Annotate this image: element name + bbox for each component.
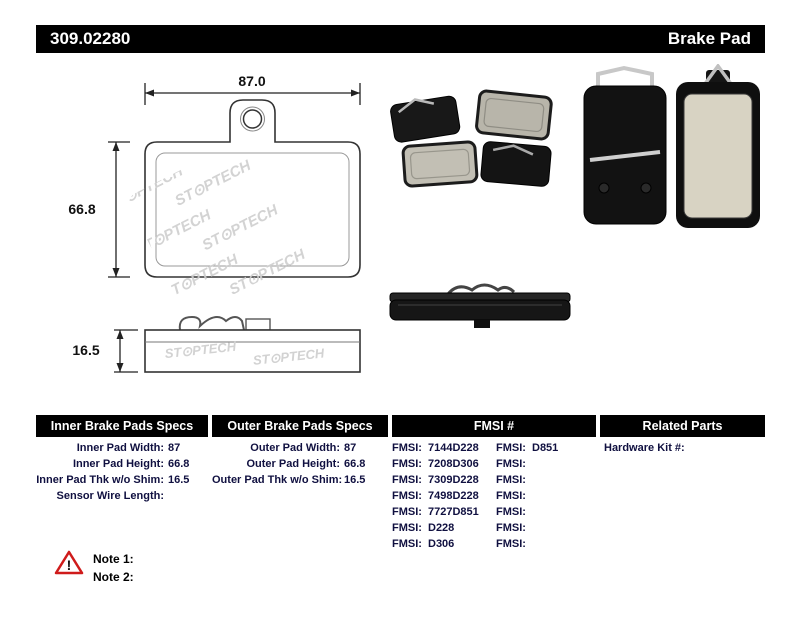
pad-pair-photo (583, 64, 760, 228)
fmsi-value (532, 457, 596, 472)
warning-icon: ! (54, 550, 84, 575)
thickness-dim-label: 16.5 (72, 342, 99, 358)
height-dim-label: 66.8 (68, 201, 95, 217)
pad-back-photo (480, 141, 552, 187)
fmsi-label: FMSI: (496, 490, 526, 502)
fmsi-label: FMSI: (496, 474, 526, 486)
pad-friction-face (676, 64, 760, 228)
fmsi-value: 7208D306 (428, 458, 479, 470)
inner-specs-table: Inner Pad Width: 87 Inner Pad Height: 66… (36, 441, 208, 504)
height-dimension (108, 141, 130, 278)
outer-specs-header: Outer Brake Pads Specs (212, 415, 388, 437)
spec-label: Inner Pad Height: (72, 458, 164, 470)
fmsi-value: 7144D228 (428, 442, 479, 454)
related-label: Hardware Kit #: (604, 442, 685, 454)
fmsi-value (532, 537, 596, 552)
spec-label: Outer Pad Height: (246, 458, 340, 470)
fmsi-label: FMSI: (496, 522, 526, 534)
technical-drawing: 87.0 66.8 ST⊙PTECH ST⊙PTECH ST⊙PTECH ST⊙… (68, 73, 361, 373)
thickness-dimension (114, 329, 138, 373)
outer-specs-table: Outer Pad Width: 87 Outer Pad Height: 66… (212, 441, 388, 488)
pad-set-photo (390, 89, 553, 188)
header-bar: 309.02280 Brake Pad (36, 25, 765, 53)
fmsi-title: FMSI # (473, 419, 515, 433)
fmsi-value: D851 (532, 442, 559, 454)
fmsi-label: FMSI: (496, 458, 526, 470)
spec-label: Inner Pad Width: (76, 442, 164, 454)
table-row: Outer Pad Width: 87 (212, 441, 388, 456)
fmsi-value: 7727D851 (428, 506, 479, 518)
table-row: FMSI: D306 FMSI: (392, 537, 596, 552)
fmsi-label: FMSI: (496, 442, 526, 454)
fmsi-label: FMSI: (392, 522, 422, 534)
fmsi-value: D306 (428, 538, 455, 550)
fmsi-value (532, 473, 596, 488)
pad-friction-photo (401, 140, 479, 188)
fmsi-value (532, 505, 596, 520)
table-row: FMSI: 7144D228 FMSI: D851 (392, 441, 596, 456)
fmsi-label: FMSI: (392, 442, 422, 454)
table-row: Hardware Kit #: (604, 441, 765, 456)
inner-specs-header: Inner Brake Pads Specs (36, 415, 208, 437)
spec-value: 87 (168, 442, 181, 454)
table-row: Inner Pad Thk w/o Shim: 16.5 (36, 473, 208, 488)
table-row: FMSI: 7727D851 FMSI: (392, 505, 596, 520)
table-row: FMSI: 7498D228 FMSI: (392, 489, 596, 504)
pad-back-view: ST⊙PTECH ST⊙PTECH ST⊙PTECH ST⊙PTECH ST⊙P… (107, 99, 361, 304)
spec-value: 66.8 (344, 458, 366, 470)
fmsi-label: FMSI: (392, 474, 422, 486)
table-row: FMSI: D228 FMSI: (392, 521, 596, 536)
spec-label: Outer Pad Thk w/o Shim: (212, 474, 343, 486)
width-dimension (144, 83, 361, 105)
table-row: FMSI: 7208D306 FMSI: (392, 457, 596, 472)
table-row: Outer Pad Height: 66.8 (212, 457, 388, 472)
edge-clip (446, 283, 516, 296)
spec-value (168, 489, 208, 504)
pad-friction-photo (475, 89, 553, 141)
fmsi-label: FMSI: (496, 538, 526, 550)
fmsi-value (532, 521, 596, 536)
outer-specs-title: Outer Brake Pads Specs (227, 419, 373, 433)
spec-label: Inner Pad Thk w/o Shim: (36, 474, 164, 486)
spec-label: Outer Pad Width: (250, 442, 340, 454)
fmsi-value: 7309D228 (428, 474, 479, 486)
fmsi-label: FMSI: (392, 538, 422, 550)
spec-value: 16.5 (344, 474, 366, 486)
part-number: 309.02280 (50, 29, 131, 48)
product-type-title: Brake Pad (667, 29, 751, 48)
related-parts-title: Related Parts (642, 419, 723, 433)
pad-side-view: ST⊙PTECH ST⊙PTECH (144, 315, 361, 373)
fmsi-value: D228 (428, 522, 455, 534)
fmsi-table: FMSI: 7144D228 FMSI: D851 FMSI: 7208D306… (392, 441, 596, 552)
table-row: Sensor Wire Length: (36, 489, 208, 504)
fmsi-value (532, 489, 596, 504)
spec-value: 66.8 (168, 458, 190, 470)
related-parts-header: Related Parts (600, 415, 765, 437)
related-parts-table: Hardware Kit #: (604, 441, 765, 456)
fmsi-label: FMSI: (496, 506, 526, 518)
notes-block: Note 1: Note 2: (93, 550, 134, 586)
sensor-clip-wire (178, 315, 245, 331)
note-line: Note 2: (93, 570, 134, 584)
fmsi-label: FMSI: (392, 490, 422, 502)
width-dim-label: 87.0 (238, 73, 265, 89)
fmsi-header: FMSI # (392, 415, 596, 437)
table-row: Outer Pad Thk w/o Shim: 16.5 (212, 473, 388, 488)
pad-with-clips (583, 65, 667, 225)
fmsi-label: FMSI: (392, 506, 422, 518)
fmsi-value: 7498D228 (428, 490, 479, 502)
table-row: FMSI: 7309D228 FMSI: (392, 473, 596, 488)
note-line: Note 1: (93, 552, 134, 566)
warning-glyph: ! (67, 557, 72, 573)
spec-value: 87 (344, 442, 357, 454)
pad-edge-photo (389, 283, 571, 328)
table-row: Inner Pad Width: 87 (36, 441, 208, 456)
pad-back-photo (390, 95, 461, 143)
fmsi-label: FMSI: (392, 458, 422, 470)
inner-specs-title: Inner Brake Pads Specs (50, 419, 194, 433)
spec-value: 16.5 (168, 474, 190, 486)
spec-label: Sensor Wire Length: (56, 490, 164, 502)
table-row: Inner Pad Height: 66.8 (36, 457, 208, 472)
